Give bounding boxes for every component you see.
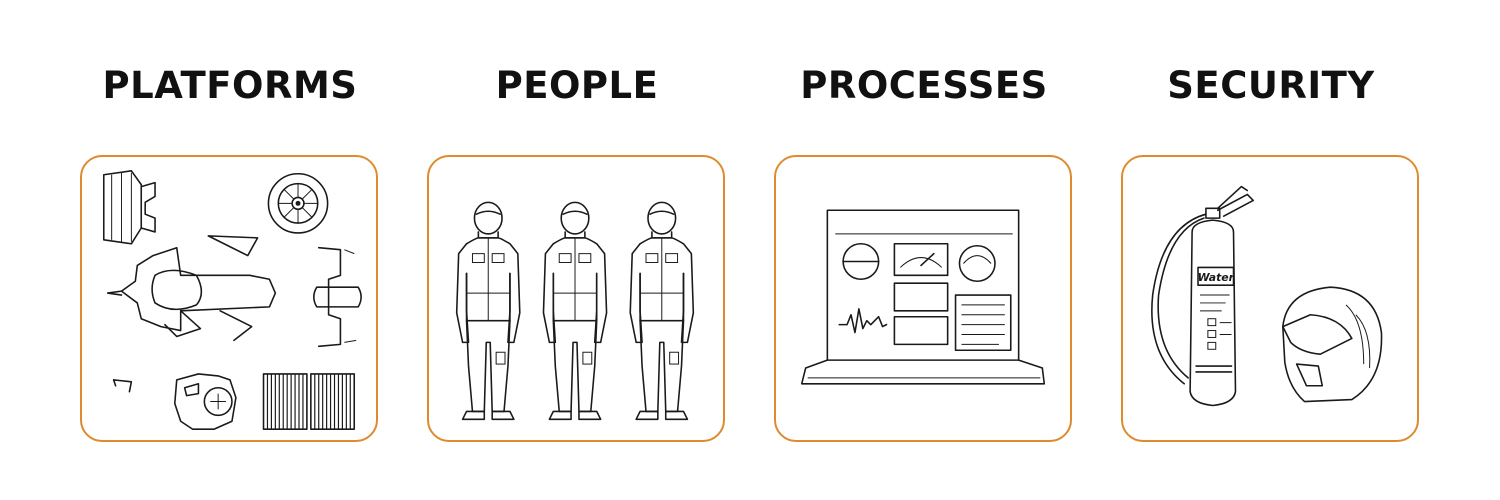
security-card: Water bbox=[1121, 155, 1419, 442]
laptop-dashboard-illustration bbox=[800, 209, 1046, 385]
section-title-platforms: PLATFORMS bbox=[102, 64, 358, 107]
processes-card bbox=[774, 155, 1072, 442]
chassis-icon bbox=[106, 246, 277, 342]
panel-box-1 bbox=[893, 282, 949, 312]
wheel-icon bbox=[267, 172, 329, 234]
crew-member-2 bbox=[542, 201, 608, 421]
waveform-icon bbox=[838, 308, 888, 334]
section-title-people: PEOPLE bbox=[495, 64, 659, 107]
rear-wing-icon bbox=[313, 246, 362, 348]
text-lines-icon bbox=[954, 294, 1012, 352]
fire-extinguisher-icon: Water bbox=[1151, 185, 1255, 407]
winglet-icon bbox=[207, 235, 259, 257]
panel-box-2 bbox=[893, 315, 949, 346]
people-card bbox=[427, 155, 725, 442]
pit-crew-illustration bbox=[455, 201, 695, 421]
crew-member-3 bbox=[629, 201, 695, 421]
bodywork-icon bbox=[102, 170, 156, 245]
section-title-security: SECURITY bbox=[1167, 64, 1375, 107]
section-title-processes: PROCESSES bbox=[800, 64, 1048, 107]
extinguisher-helmet-illustration: Water bbox=[1151, 185, 1383, 407]
dial-icon bbox=[958, 244, 996, 283]
steering-wheel-icon bbox=[173, 373, 237, 430]
helmet-icon bbox=[1282, 286, 1383, 403]
platforms-card bbox=[80, 155, 378, 442]
meter-icon bbox=[893, 242, 949, 277]
gauge-icon bbox=[842, 242, 880, 281]
race-car-parts-illustration bbox=[102, 170, 362, 430]
crew-member-1 bbox=[455, 201, 521, 421]
laptop-icon bbox=[800, 209, 1046, 385]
radiator-icon bbox=[262, 373, 356, 430]
extinguisher-label: Water bbox=[1198, 271, 1235, 284]
bracket-icon bbox=[112, 379, 133, 393]
